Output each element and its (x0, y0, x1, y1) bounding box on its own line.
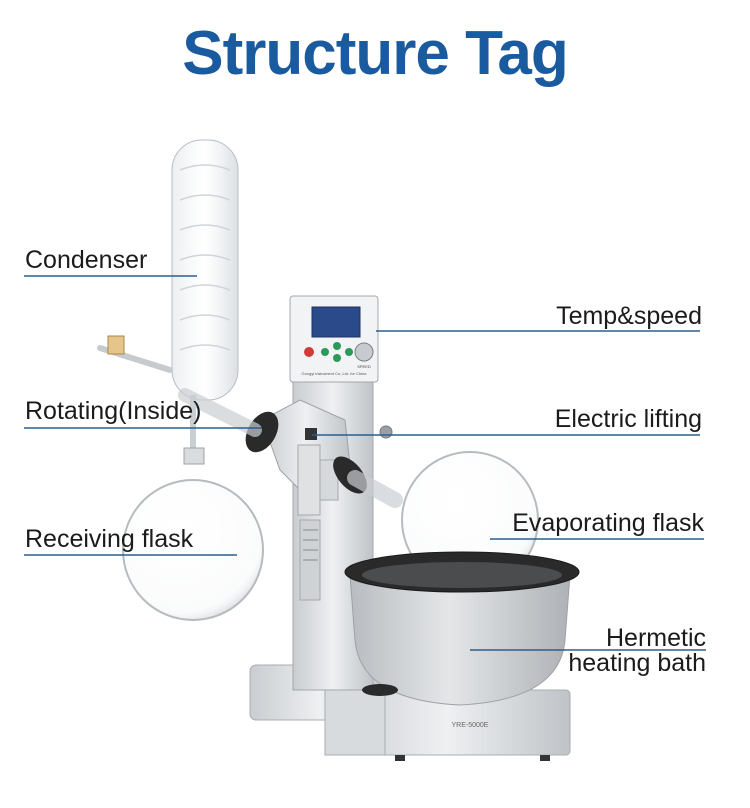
panel-caption: Gongyi instrument Co.,Ltd. for China (302, 371, 368, 376)
label-hermetic-line2: heating bath (568, 649, 706, 677)
speed-knob (354, 342, 374, 362)
receiving-flask (122, 479, 264, 621)
model-plate-text: YRE-5000E (452, 722, 489, 729)
display-screen (311, 306, 361, 338)
label-condenser: Condenser (25, 246, 148, 274)
label-rotating: Rotating(Inside) (25, 397, 202, 425)
condenser-glass (97, 139, 262, 465)
page-title: Structure Tag (182, 19, 568, 88)
knob-caption: SPEED (357, 364, 371, 369)
label-temp-speed: Temp&speed (556, 302, 702, 330)
base-plate: YRE-5000E (249, 664, 571, 761)
label-receiving-flask: Receiving flask (25, 525, 194, 553)
label-electric-lifting: Electric lifting (554, 405, 702, 433)
leader-lines (24, 275, 706, 651)
label-hermetic-line1: Hermetic (605, 624, 706, 652)
label-evaporating-flask: Evaporating flask (512, 509, 704, 537)
control-panel: SPEED Gongyi instrument Co.,Ltd. for Chi… (289, 295, 379, 383)
heating-bath (344, 551, 580, 706)
power-button (304, 347, 314, 357)
